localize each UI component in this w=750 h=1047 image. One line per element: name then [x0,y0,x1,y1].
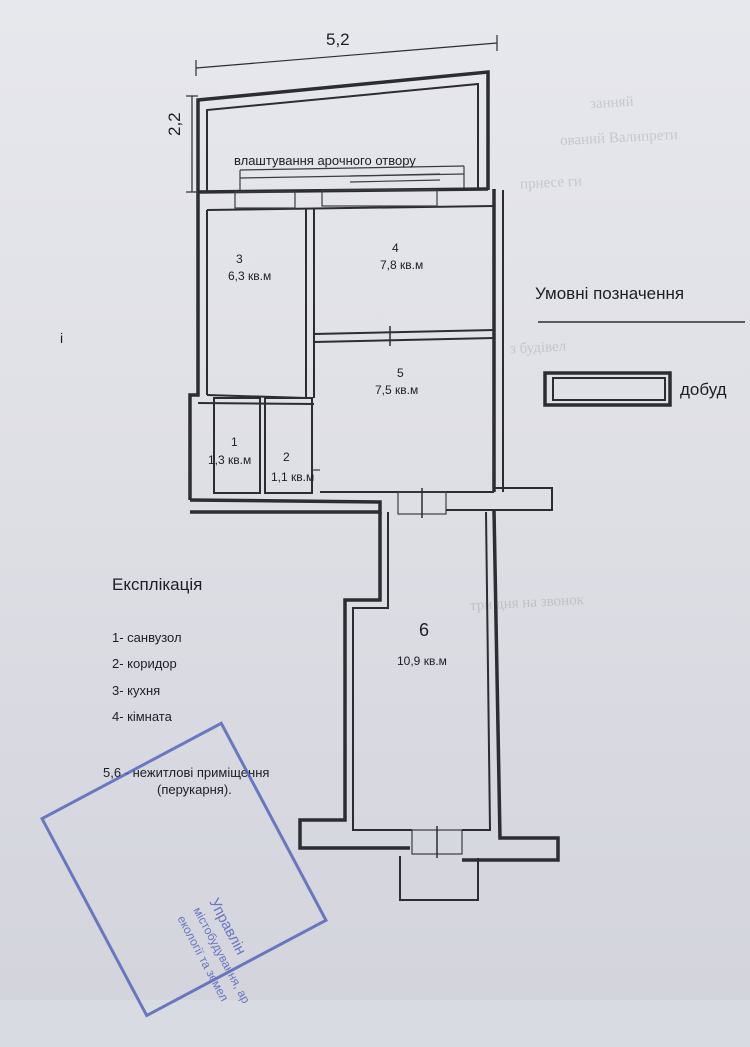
room-6-walls [298,509,560,901]
loggia-outline [196,70,490,192]
height-dimension: 2,2 [165,112,184,136]
room-2-area: 1,1 кв.м [271,470,315,484]
explication-item: 3- кухня [112,683,161,698]
explication-item: 1- санвузол [112,630,182,645]
room-5-area: 7,5 кв.м [375,383,419,397]
room-2-number: 2 [283,450,290,464]
room-6-number: 6 [419,620,430,640]
legend-title: Умовні позначення [535,284,685,303]
width-dimension-line [195,35,498,76]
height-dimension-line [186,95,198,193]
room-3-area: 6,3 кв.м [228,269,272,283]
room-1-area: 1,3 кв.м [208,453,252,467]
legend-symbol [538,321,745,407]
apartment-walls [188,187,553,518]
room-1-number: 1 [231,435,238,449]
explication-title: Експлікація [112,575,203,594]
explication-item: 2- коридор [112,656,177,671]
room-5-number: 5 [397,366,404,380]
width-dimension: 5,2 [326,30,350,49]
room-4-area: 7,8 кв.м [380,258,424,272]
room-4-number: 4 [392,241,399,255]
margin-mark: і [60,330,64,346]
document-page: занняй ований Валипрети прнесе ги з буді… [0,0,750,1018]
floor-plan: .wall { fill: none; stroke: #2b2d33; str… [186,35,745,901]
arch-opening-note: влаштування арочного отвору [234,153,416,168]
legend-item-label: добуд [680,380,727,399]
explication-note: 5,6 - нежитлові приміщення [103,765,270,780]
explication-item: 4- кімната [112,709,172,724]
room-3-number: 3 [236,252,243,266]
explication-note-sub: (перукарня). [157,782,232,797]
room-6-area: 10,9 кв.м [397,654,447,668]
